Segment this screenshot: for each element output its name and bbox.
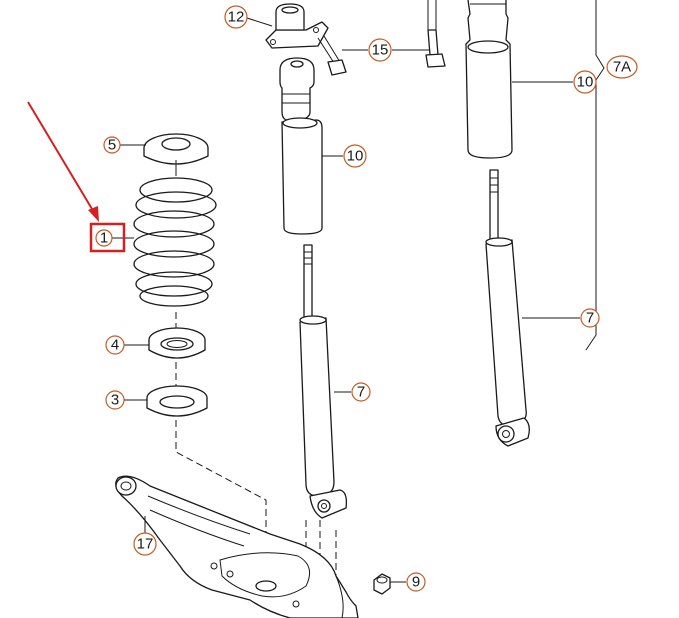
callout-5-label: 5: [108, 137, 116, 154]
callout-7a[interactable]: 7A: [606, 55, 638, 79]
callout-17-label: 17: [137, 536, 154, 553]
dust-cover-right: [465, 0, 513, 159]
callout-17[interactable]: 17: [133, 532, 157, 556]
callout-4[interactable]: 4: [105, 335, 125, 355]
callout-10-left[interactable]: 10: [343, 144, 367, 168]
callout-1-label: 1: [100, 230, 108, 247]
highlight-box: [89, 222, 126, 253]
lower-spring-seat: [146, 385, 208, 417]
callout-4-label: 4: [111, 337, 119, 354]
callout-5[interactable]: 5: [103, 136, 121, 154]
nut: [373, 573, 391, 595]
callout-3[interactable]: 3: [105, 390, 125, 410]
top-mount: [265, 3, 329, 49]
callout-1[interactable]: 1: [95, 229, 113, 247]
callout-9[interactable]: 9: [406, 572, 426, 592]
callout-12-label: 12: [228, 9, 245, 26]
callout-10-left-label: 10: [347, 148, 364, 165]
highlight-annotation: [27, 101, 126, 253]
bolt-15-right: [425, 0, 446, 68]
upper-spring-seat: [143, 133, 209, 165]
shock-absorber-right: [485, 169, 530, 447]
shock-absorber-left: [299, 244, 348, 519]
callout-10-right-label: 10: [577, 74, 594, 91]
spring-insulator: [148, 327, 206, 359]
callout-3-label: 3: [111, 392, 119, 409]
bolt-15-left: [317, 35, 347, 76]
highlight-arrowhead: [88, 206, 99, 222]
callout-12[interactable]: 12: [224, 5, 248, 29]
bump-stop-left: [279, 57, 315, 121]
dust-cover-left: [281, 117, 323, 235]
callout-7-left-label: 7: [357, 384, 365, 401]
callout-7a-label: 7A: [613, 59, 631, 76]
trailing-arm: [115, 475, 359, 618]
callout-9-label: 9: [412, 574, 420, 591]
callout-10-right[interactable]: 10: [573, 70, 597, 94]
coil-spring: [133, 160, 217, 307]
callout-7-right[interactable]: 7: [580, 308, 600, 328]
callout-7-left[interactable]: 7: [351, 382, 371, 402]
callout-15-label: 15: [372, 42, 389, 59]
assembly-7a-bracket: [585, 0, 605, 351]
highlight-arrow: [27, 101, 96, 215]
callout-7-right-label: 7: [586, 310, 594, 327]
callout-15[interactable]: 15: [368, 38, 392, 62]
